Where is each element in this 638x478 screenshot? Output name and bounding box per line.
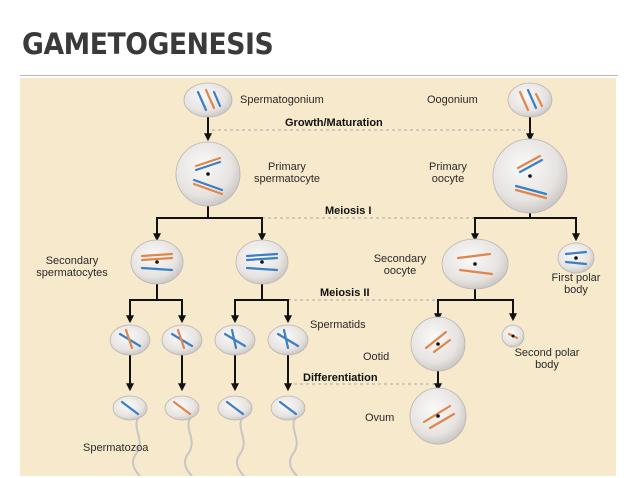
chromosome [564,260,588,266]
label-primary-spermatocyte-line1: Primary [268,161,306,173]
chromosome [245,252,279,258]
label-primary-oocyte-line2: oocyte [432,173,464,185]
chromosome [124,328,134,350]
stage-label-meiosis-1: Meiosis I [325,205,371,217]
label-spermatogonium: Spermatogonium [240,94,324,106]
chromosome [428,412,456,430]
spermatogonium-cell [183,82,233,118]
chromosome [230,328,238,350]
chromosome [276,332,300,348]
chromosome [424,330,448,350]
chromosome [282,328,290,350]
chromosome [278,400,298,416]
label-primary-oocyte-line1: Primary [429,161,467,173]
stage-label-meiosis-2: Meiosis II [320,287,370,299]
stage-label-differentiation: Differentiation [303,372,378,384]
label-secondary-spermatocytes-line1: Secondary [46,255,99,267]
chromosome [140,252,174,258]
chromosome [526,88,538,110]
chromosome [516,154,542,170]
sperm-tail-1 [132,417,141,476]
chromosome [422,404,452,424]
sperm-tails [132,417,298,476]
centromere [155,260,159,264]
chromosome [458,268,494,276]
centromere [528,174,532,178]
centromere [436,342,440,346]
chromosome [225,400,245,416]
label-secondary-spermatocytes-line2: spermatocytes [36,267,108,279]
chromosome [172,400,192,416]
chromosome [140,266,174,272]
label-ovum: Ovum [365,412,394,424]
chromosome [194,156,222,168]
chromosome [192,182,224,196]
stage-label-growth: Growth/Maturation [285,117,383,129]
chromosome [120,400,140,416]
label-ootid: Ootid [363,351,389,363]
chromosome [514,184,548,196]
chromosome [514,188,548,200]
chromosomes [118,88,588,430]
label-first-polar-body-line2: body [564,284,588,296]
centromeres [155,172,578,418]
branch-meiosis-1-male [156,217,263,230]
sperm-tail-3 [236,417,245,476]
label-primary-spermatocyte-line2: spermatocyte [254,173,320,185]
label-spermatids: Spermatids [310,319,366,331]
chromosome [204,88,216,110]
branch-meiosis-2-female-split [437,299,514,312]
chromosome [196,90,208,112]
chromosome [518,158,544,174]
stage-guides [212,129,525,385]
label-second-polar-body-line2: body [535,359,559,371]
sperm-tail-2 [184,417,193,476]
title-divider [20,75,618,76]
branch-meiosis-2-male-a-split [129,299,183,312]
branch-meiosis-1-female [474,217,577,230]
label-spermatozoa: Spermatozoa [83,442,149,454]
chromosome [432,338,452,354]
centromere [473,262,477,266]
slide-title: GAMETOGENESIS [22,27,274,61]
centromere [260,260,264,264]
chromosome [194,160,222,172]
gametogenesis-diagram: Growth/Maturation Meiosis I Meiosis II D… [36,82,601,476]
chromosome [245,256,279,262]
centromere [436,414,440,418]
chromosome [176,328,186,350]
chromosome [212,90,222,108]
chromosome [192,178,224,192]
chromosome [140,256,174,262]
chromosome [456,252,492,260]
label-secondary-oocyte-line1: Secondary [374,253,427,265]
chromosome [518,90,530,112]
label-second-polar-body-line1: Second polar [515,347,580,359]
centromere [511,334,515,338]
centromere [574,256,578,260]
branch-meiosis-2-male-b-split [234,299,289,312]
oogonium-cell [507,82,553,118]
chromosome [564,250,588,256]
chromosome [245,266,279,272]
sperm-tail-4 [289,417,298,476]
cells [109,82,595,445]
chromosome [534,92,544,108]
centromere [206,172,210,176]
label-oogonium: Oogonium [427,94,478,106]
label-secondary-oocyte-line2: oocyte [384,265,416,277]
label-first-polar-body-line1: First polar [552,272,601,284]
diagram-panel: Growth/Maturation Meiosis I Meiosis II D… [20,78,616,476]
